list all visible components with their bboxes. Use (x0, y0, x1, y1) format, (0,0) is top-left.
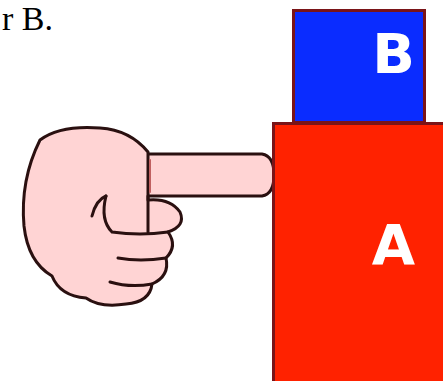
thumb-line (104, 196, 168, 234)
finger-crease (147, 196, 150, 232)
block-a: A (272, 122, 443, 381)
thumb-tip (92, 196, 106, 216)
block-letter: A (372, 217, 415, 273)
heading-fragment: r B. (2, 2, 53, 36)
index-finger (140, 154, 274, 196)
block-b: B (292, 9, 426, 124)
finger-shade (149, 160, 151, 192)
knuckle-line (118, 258, 166, 260)
knuckle-line (110, 282, 152, 286)
block-letter: B (372, 26, 415, 82)
fist (23, 128, 181, 306)
